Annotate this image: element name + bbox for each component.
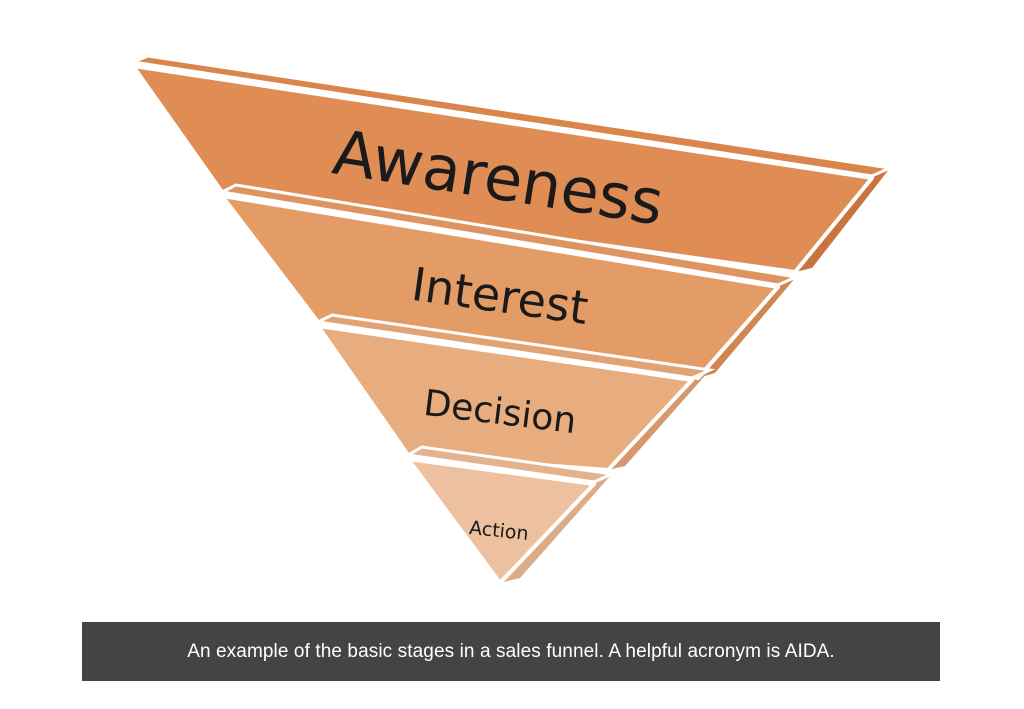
stage-shelf-awareness [127, 54, 896, 178]
stage-shelf-action [403, 445, 618, 484]
stage-action [406, 457, 596, 585]
caption-text: An example of the basic stages in a sale… [187, 640, 835, 662]
funnel-diagram: Awareness Interest Decision Action [127, 54, 896, 585]
stage-awareness [131, 64, 874, 274]
stage-decision [316, 324, 694, 472]
stage-shelf-decision [313, 313, 716, 380]
stage-interest [220, 194, 780, 380]
stage-shelf-interest [217, 183, 802, 287]
caption-bar: An example of the basic stages in a sale… [82, 622, 940, 681]
